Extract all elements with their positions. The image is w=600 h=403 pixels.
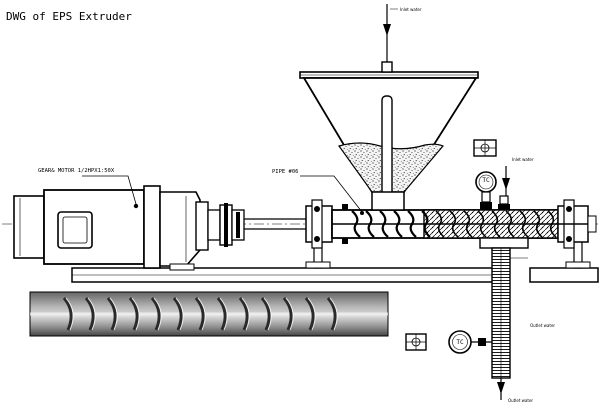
screw-flight (505, 210, 515, 238)
screw-flight (547, 210, 557, 238)
photo-screw-flight (106, 297, 117, 331)
screw-flight (435, 210, 445, 238)
photo-screw-flight (194, 297, 205, 331)
screw-flight (491, 210, 501, 238)
screw-photo (29, 291, 389, 337)
upper-gauge-group: TC (473, 139, 510, 210)
hopper (299, 52, 479, 211)
photo-screw-flight (304, 297, 315, 331)
photo-screw-flight (172, 297, 183, 331)
pipe-label: PIPE #06 (272, 169, 299, 175)
photo-screw-flight (326, 297, 337, 331)
screw-flight (351, 210, 361, 238)
photo-screw-highlight (109, 297, 118, 331)
lower-gauge-group: TC (405, 330, 492, 354)
photo-screw-flight (216, 297, 227, 331)
bottom-outlet-label: Outlet water (508, 398, 533, 403)
lower-gauge-label: TC (456, 339, 464, 346)
photo-screw-highlight (197, 297, 206, 331)
photo-screw-highlight (219, 297, 228, 331)
photo-screw-flight (128, 297, 139, 331)
photo-screw-highlight (153, 297, 162, 331)
motor-label: GEAR& MOTOR 1/2HPX1:50X (38, 168, 115, 174)
screw-flight (477, 210, 487, 238)
screw-flight (421, 210, 431, 238)
top-inlet-label: Inlet water (400, 7, 422, 12)
photo-screw-flight (150, 297, 161, 331)
drawing-title: DWG of EPS Extruder (6, 10, 132, 23)
photo-screw-highlight (175, 297, 184, 331)
screw-flight (449, 210, 459, 238)
gear-motor (13, 175, 209, 271)
photo-screw-highlight (307, 297, 316, 331)
screw-flight (407, 210, 417, 238)
photo-screw-highlight (329, 297, 338, 331)
screw-flight (519, 210, 529, 238)
cooling-coil (479, 237, 529, 400)
photo-screw-highlight (285, 297, 294, 331)
barrel (305, 199, 597, 249)
top-inlet-pipe (383, 4, 398, 52)
screw-flight (393, 210, 403, 238)
right-outlet-label: Outlet water (530, 323, 555, 328)
screw-flight (365, 210, 375, 238)
photo-screw-highlight (131, 297, 140, 331)
screw-flight (379, 210, 389, 238)
photo-screw-flight (260, 297, 271, 331)
screw-flight (463, 210, 473, 238)
right-inlet-label: Inlet water (512, 157, 534, 162)
photo-screw-flight (282, 297, 293, 331)
photo-screw-highlight (87, 297, 96, 331)
screw-flight (533, 210, 543, 238)
photo-screw-flight (238, 297, 249, 331)
photo-screw-highlight (65, 297, 74, 331)
coupling (207, 203, 306, 247)
screw-flights (351, 210, 557, 238)
upper-gauge-label: TC (482, 177, 490, 184)
photo-screw-highlight (263, 297, 272, 331)
photo-screw-flight (84, 297, 95, 331)
photo-screw-highlight (241, 297, 250, 331)
photo-screw-flight (62, 297, 73, 331)
